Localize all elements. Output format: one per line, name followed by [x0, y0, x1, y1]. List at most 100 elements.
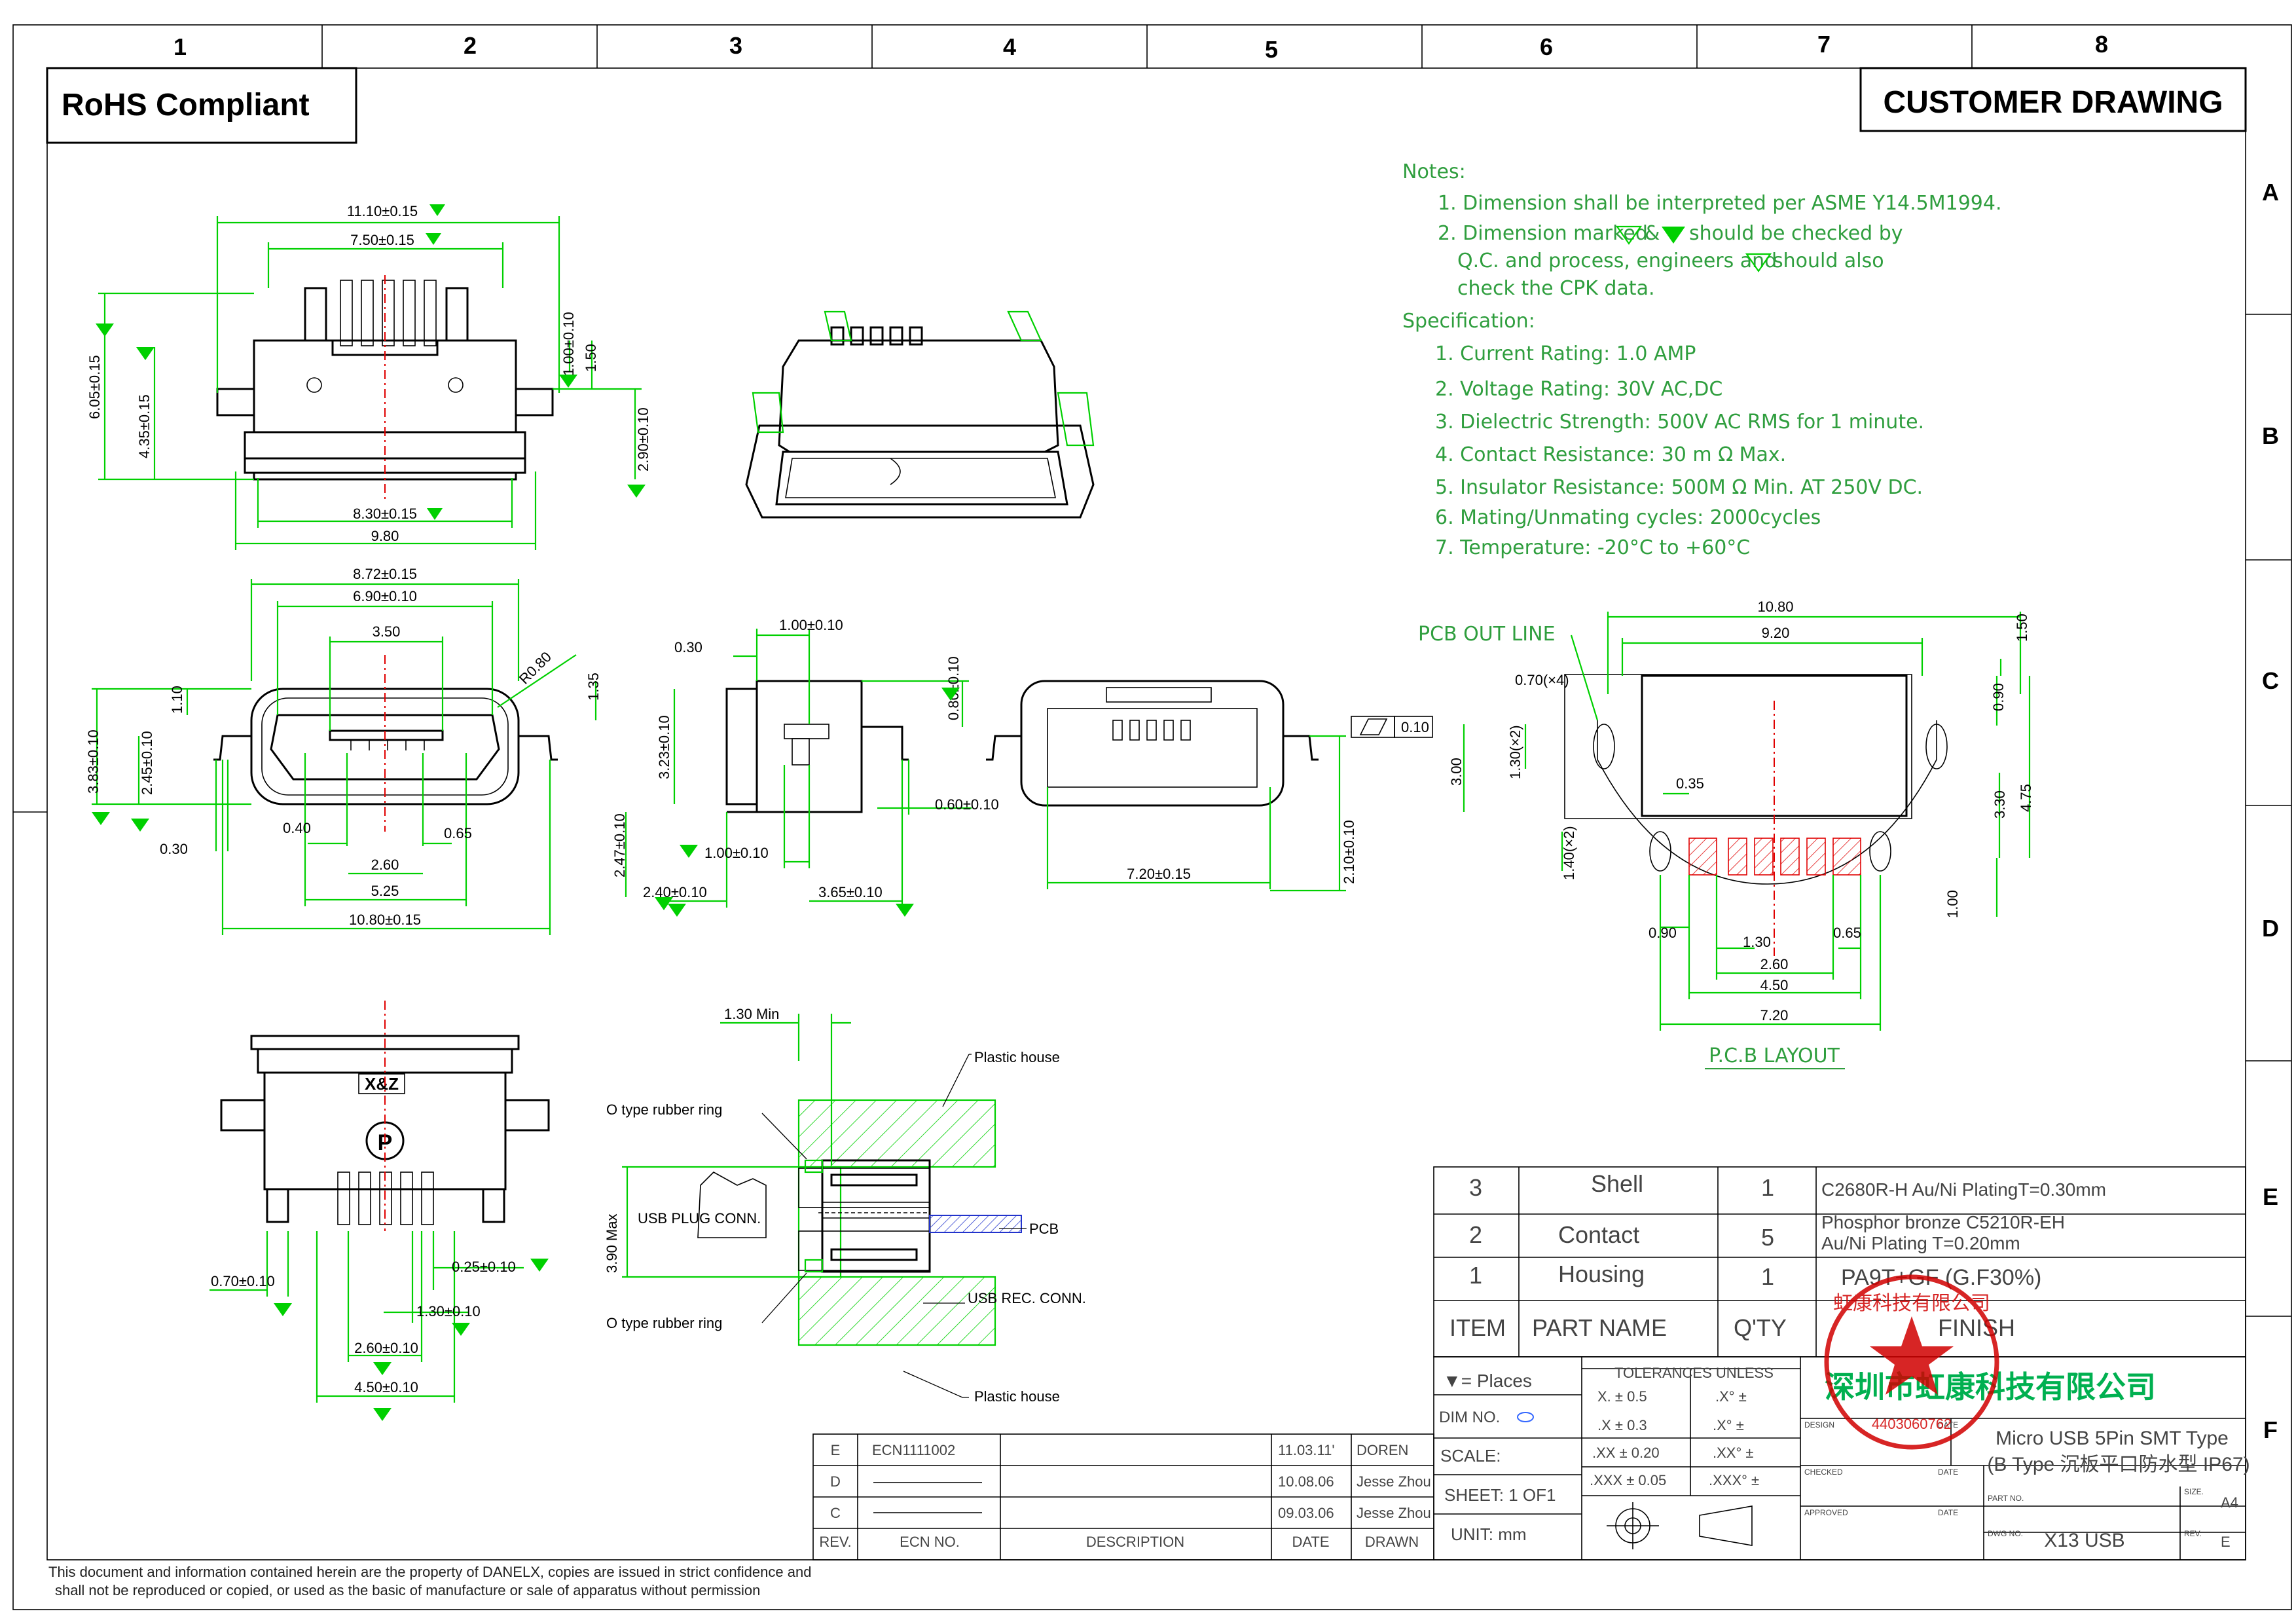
size-value: A4 [2221, 1494, 2238, 1511]
note-2f: check the CPK data. [1457, 277, 1655, 300]
row-label-e: E [2263, 1183, 2278, 1210]
dim-label: 7.20 [1760, 1007, 1789, 1024]
pcb-layout: PCB OUT LINE 0.70(×4) 10.80 9.20 1.50 0.… [1418, 599, 2034, 1069]
bom-qty: 1 [1761, 1174, 1774, 1201]
spec-item: 2. Voltage Rating: 30V AC,DC [1435, 378, 1722, 401]
title-block: ▼= Places TOLERANCES UNLESS X. ± 0.5 .X … [1433, 1274, 2250, 1560]
rear-view: 0.10 7.20±0.15 2.10±0.10 [986, 680, 1433, 892]
dim-label: 2.45±0.10 [139, 731, 155, 795]
bom-head-item: ITEM [1449, 1314, 1506, 1341]
dim-label: 0.25±0.10 [452, 1259, 516, 1275]
angle-tolerance: .XXX° ± [1709, 1472, 1759, 1488]
rev-date: 10.08.06 [1278, 1473, 1334, 1490]
bom-qty: 5 [1761, 1224, 1774, 1251]
unit-label: UNIT: mm [1451, 1524, 1527, 1544]
dim-no-label: DIM NO. [1439, 1409, 1500, 1426]
bom-material: Phosphor bronze C5210R-EH [1821, 1212, 2065, 1232]
dim-label: 2.60 [1760, 956, 1789, 972]
dim-label: 2.60 [371, 857, 399, 873]
dim-label: 2.90±0.10 [635, 407, 651, 471]
dim-label: 7.20±0.15 [1127, 866, 1191, 882]
tolerance-value: X. ± 0.5 [1597, 1388, 1647, 1405]
rev-drawn: Jesse Zhou [1357, 1473, 1431, 1490]
notes-title: Notes: [1402, 160, 1466, 183]
dim-label: 1.00±0.10 [560, 312, 577, 376]
part-no-label: PART NO. [1988, 1494, 2024, 1503]
dim-label: 8.72±0.15 [353, 566, 417, 582]
bom-head-qty: Q'TY [1734, 1314, 1787, 1341]
drawing-number: X13 USB [2044, 1530, 2124, 1551]
dim-label: 11.10±0.15 [347, 203, 418, 219]
note-2c: should be checked by [1689, 222, 1903, 245]
bom-item: 1 [1469, 1262, 1482, 1289]
dim-label: 2.47±0.10 [611, 813, 628, 877]
callout-plastic-house-bottom: Plastic house [974, 1388, 1060, 1405]
rev-label: REV. [2184, 1529, 2202, 1538]
dim-label: 0.30 [674, 639, 702, 655]
design-label: DESIGN [1804, 1420, 1834, 1430]
dim-label: 5.25 [371, 883, 399, 899]
approved-label: APPROVED [1804, 1508, 1848, 1517]
note-1: 1. Dimension shall be interpreted per AS… [1438, 192, 2002, 215]
callout-rubber-ring-bottom: O type rubber ring [606, 1315, 722, 1331]
row-label-b: B [2262, 422, 2279, 449]
dim-label: 0.70(×4) [1515, 672, 1569, 688]
isometric-view [745, 310, 1095, 519]
rev-drawn: DOREN [1357, 1442, 1408, 1458]
rev-date: 09.03.06 [1278, 1505, 1334, 1521]
dwg-no-label: DWG NO. [1988, 1529, 2023, 1538]
bom-qty: 1 [1761, 1263, 1774, 1290]
dim-label: 9.20 [1762, 625, 1790, 641]
pcb-outline-label: PCB OUT LINE [1418, 623, 1556, 646]
col-label-3: 3 [729, 32, 742, 59]
dim-label: 0.40 [283, 820, 311, 836]
callout-usb-receptacle: USB REC. CONN. [968, 1290, 1086, 1306]
callout-plastic-house-top: Plastic house [974, 1049, 1060, 1065]
spec-item: 3. Dielectric Strength: 500V AC RMS for … [1435, 411, 1924, 434]
triangle-open-icon [1745, 253, 1772, 272]
dim-label: 3.23±0.10 [656, 715, 672, 779]
dim-label: 3.50 [373, 623, 401, 640]
col-label-6: 6 [1540, 33, 1553, 60]
side-view: 0.30 1.00±0.10 3.23±0.10 0.80±0.10 2.47±… [611, 617, 999, 917]
rev-date: 11.03.11' [1278, 1442, 1335, 1458]
rev-head-drawn: DRAWN [1365, 1534, 1419, 1550]
dim-label: 4.50±0.10 [354, 1379, 418, 1395]
row-label-c: C [2262, 667, 2279, 694]
dim-label: 0.90 [1649, 925, 1677, 941]
dim-label: 1.30±0.10 [416, 1303, 481, 1320]
notes-block: Notes: 1. Dimension shall be interpreted… [1402, 160, 2002, 559]
dim-label: 1.30(×2) [1507, 725, 1523, 779]
callout-rubber-ring-top: O type rubber ring [606, 1101, 722, 1118]
dim-label: 2.60±0.10 [354, 1340, 418, 1356]
note-2e: should also [1773, 249, 1884, 272]
dim-label: 1.00±0.10 [779, 617, 843, 633]
spec-item: 4. Contact Resistance: 30 m Ω Max. [1435, 443, 1786, 466]
dim-label: 2.10±0.10 [1341, 820, 1357, 884]
row-label-a: A [2262, 179, 2279, 206]
dim-label: 10.80 [1757, 599, 1793, 615]
dim-label: 0.70±0.10 [211, 1273, 275, 1289]
rev-head: REV. [819, 1534, 851, 1550]
places-label: ▼= Places [1443, 1371, 1532, 1391]
dim-label: 3.00 [1448, 758, 1465, 786]
dim-label: 2.40±0.10 [643, 884, 707, 900]
tolerance-value: .X ± 0.3 [1597, 1417, 1647, 1433]
housing-marking: X&Z [365, 1074, 399, 1094]
dim-label: 10.80±0.15 [349, 912, 421, 928]
sheet-label: SHEET: 1 OF1 [1444, 1485, 1556, 1505]
assembly-section: 1.30 Min Plastic house O type rubber rin… [604, 1006, 1086, 1405]
rev-head-desc: DESCRIPTION [1086, 1534, 1184, 1550]
dim-label: 1.30 Min [724, 1006, 779, 1022]
triangle-filled-icon [1662, 227, 1685, 244]
company-seal: 虹康科技有限公司 4403060762 [1824, 1274, 1999, 1450]
rev-head-date: DATE [1292, 1534, 1329, 1550]
revision-value: E [2221, 1534, 2231, 1550]
date-label: DATE [1938, 1467, 1958, 1477]
bom-head-name: PART NAME [1532, 1314, 1667, 1341]
dim-label: 3.90 Max [604, 1214, 620, 1274]
tolerance-value: .XX ± 0.20 [1592, 1445, 1660, 1461]
note-2d: Q.C. and process, engineers and [1457, 249, 1777, 272]
ecn-number: ECN1111002 [872, 1442, 955, 1458]
